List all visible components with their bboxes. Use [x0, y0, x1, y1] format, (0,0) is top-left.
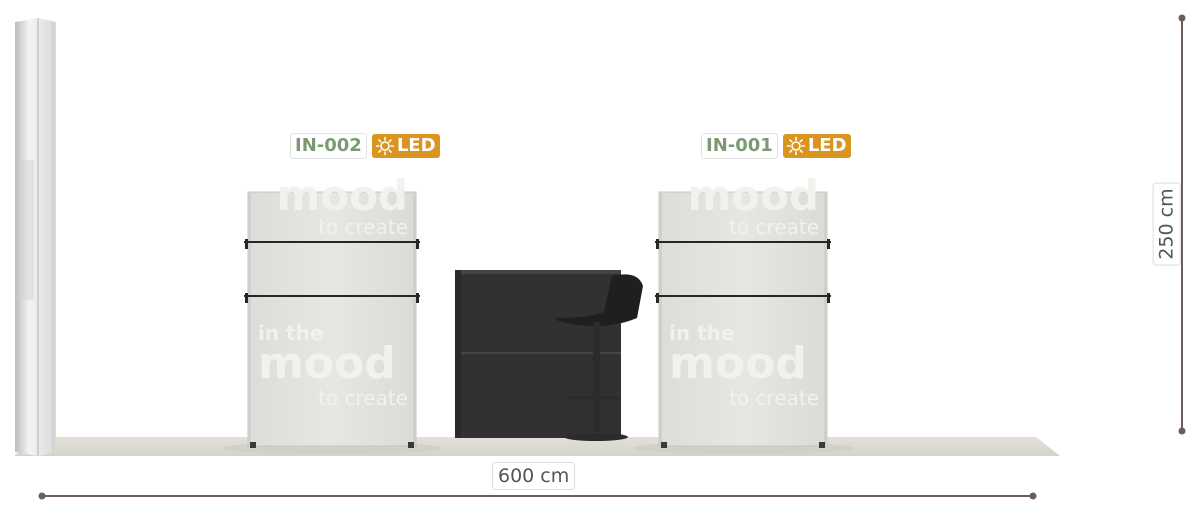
sun-icon: [786, 136, 806, 156]
side-wall: [15, 18, 56, 456]
graphic-in-the: in the: [669, 321, 734, 345]
led-badge: LED: [371, 134, 440, 158]
height-dimension-label: 250 cm: [1152, 182, 1181, 266]
graphic-mood: mood: [258, 338, 396, 389]
graphic-mood: mood: [669, 338, 807, 389]
width-dimension-line: [38, 492, 1037, 500]
unit-code-badge: IN-001: [701, 133, 778, 159]
graphic-top-to-create: to create: [318, 215, 408, 239]
graphic-to-create: to create: [318, 386, 408, 410]
led-label: LED: [396, 135, 436, 156]
graphic-in-the: in the: [258, 321, 323, 345]
unit-code-badge: IN-002: [290, 133, 367, 159]
height-dimension-line: [1178, 14, 1186, 435]
led-badge: LED: [782, 134, 851, 158]
floor-platform: [14, 437, 1060, 456]
graphic-top-to-create: to create: [729, 215, 819, 239]
bar-stool: [555, 274, 643, 441]
graphic-top-mood: mood: [687, 171, 819, 220]
led-label: LED: [807, 135, 847, 156]
graphic-to-create: to create: [729, 386, 819, 410]
display-unit-in-002: mood to create in the mood to create: [244, 171, 420, 448]
unit-label-in-001: IN-001 LED: [701, 133, 851, 159]
sun-icon: [375, 136, 395, 156]
width-dimension-label: 600 cm: [492, 462, 576, 490]
display-unit-in-001: mood to create in the mood to create: [655, 171, 831, 448]
graphic-top-mood: mood: [276, 171, 408, 220]
unit-label-in-002: IN-002 LED: [290, 133, 440, 159]
